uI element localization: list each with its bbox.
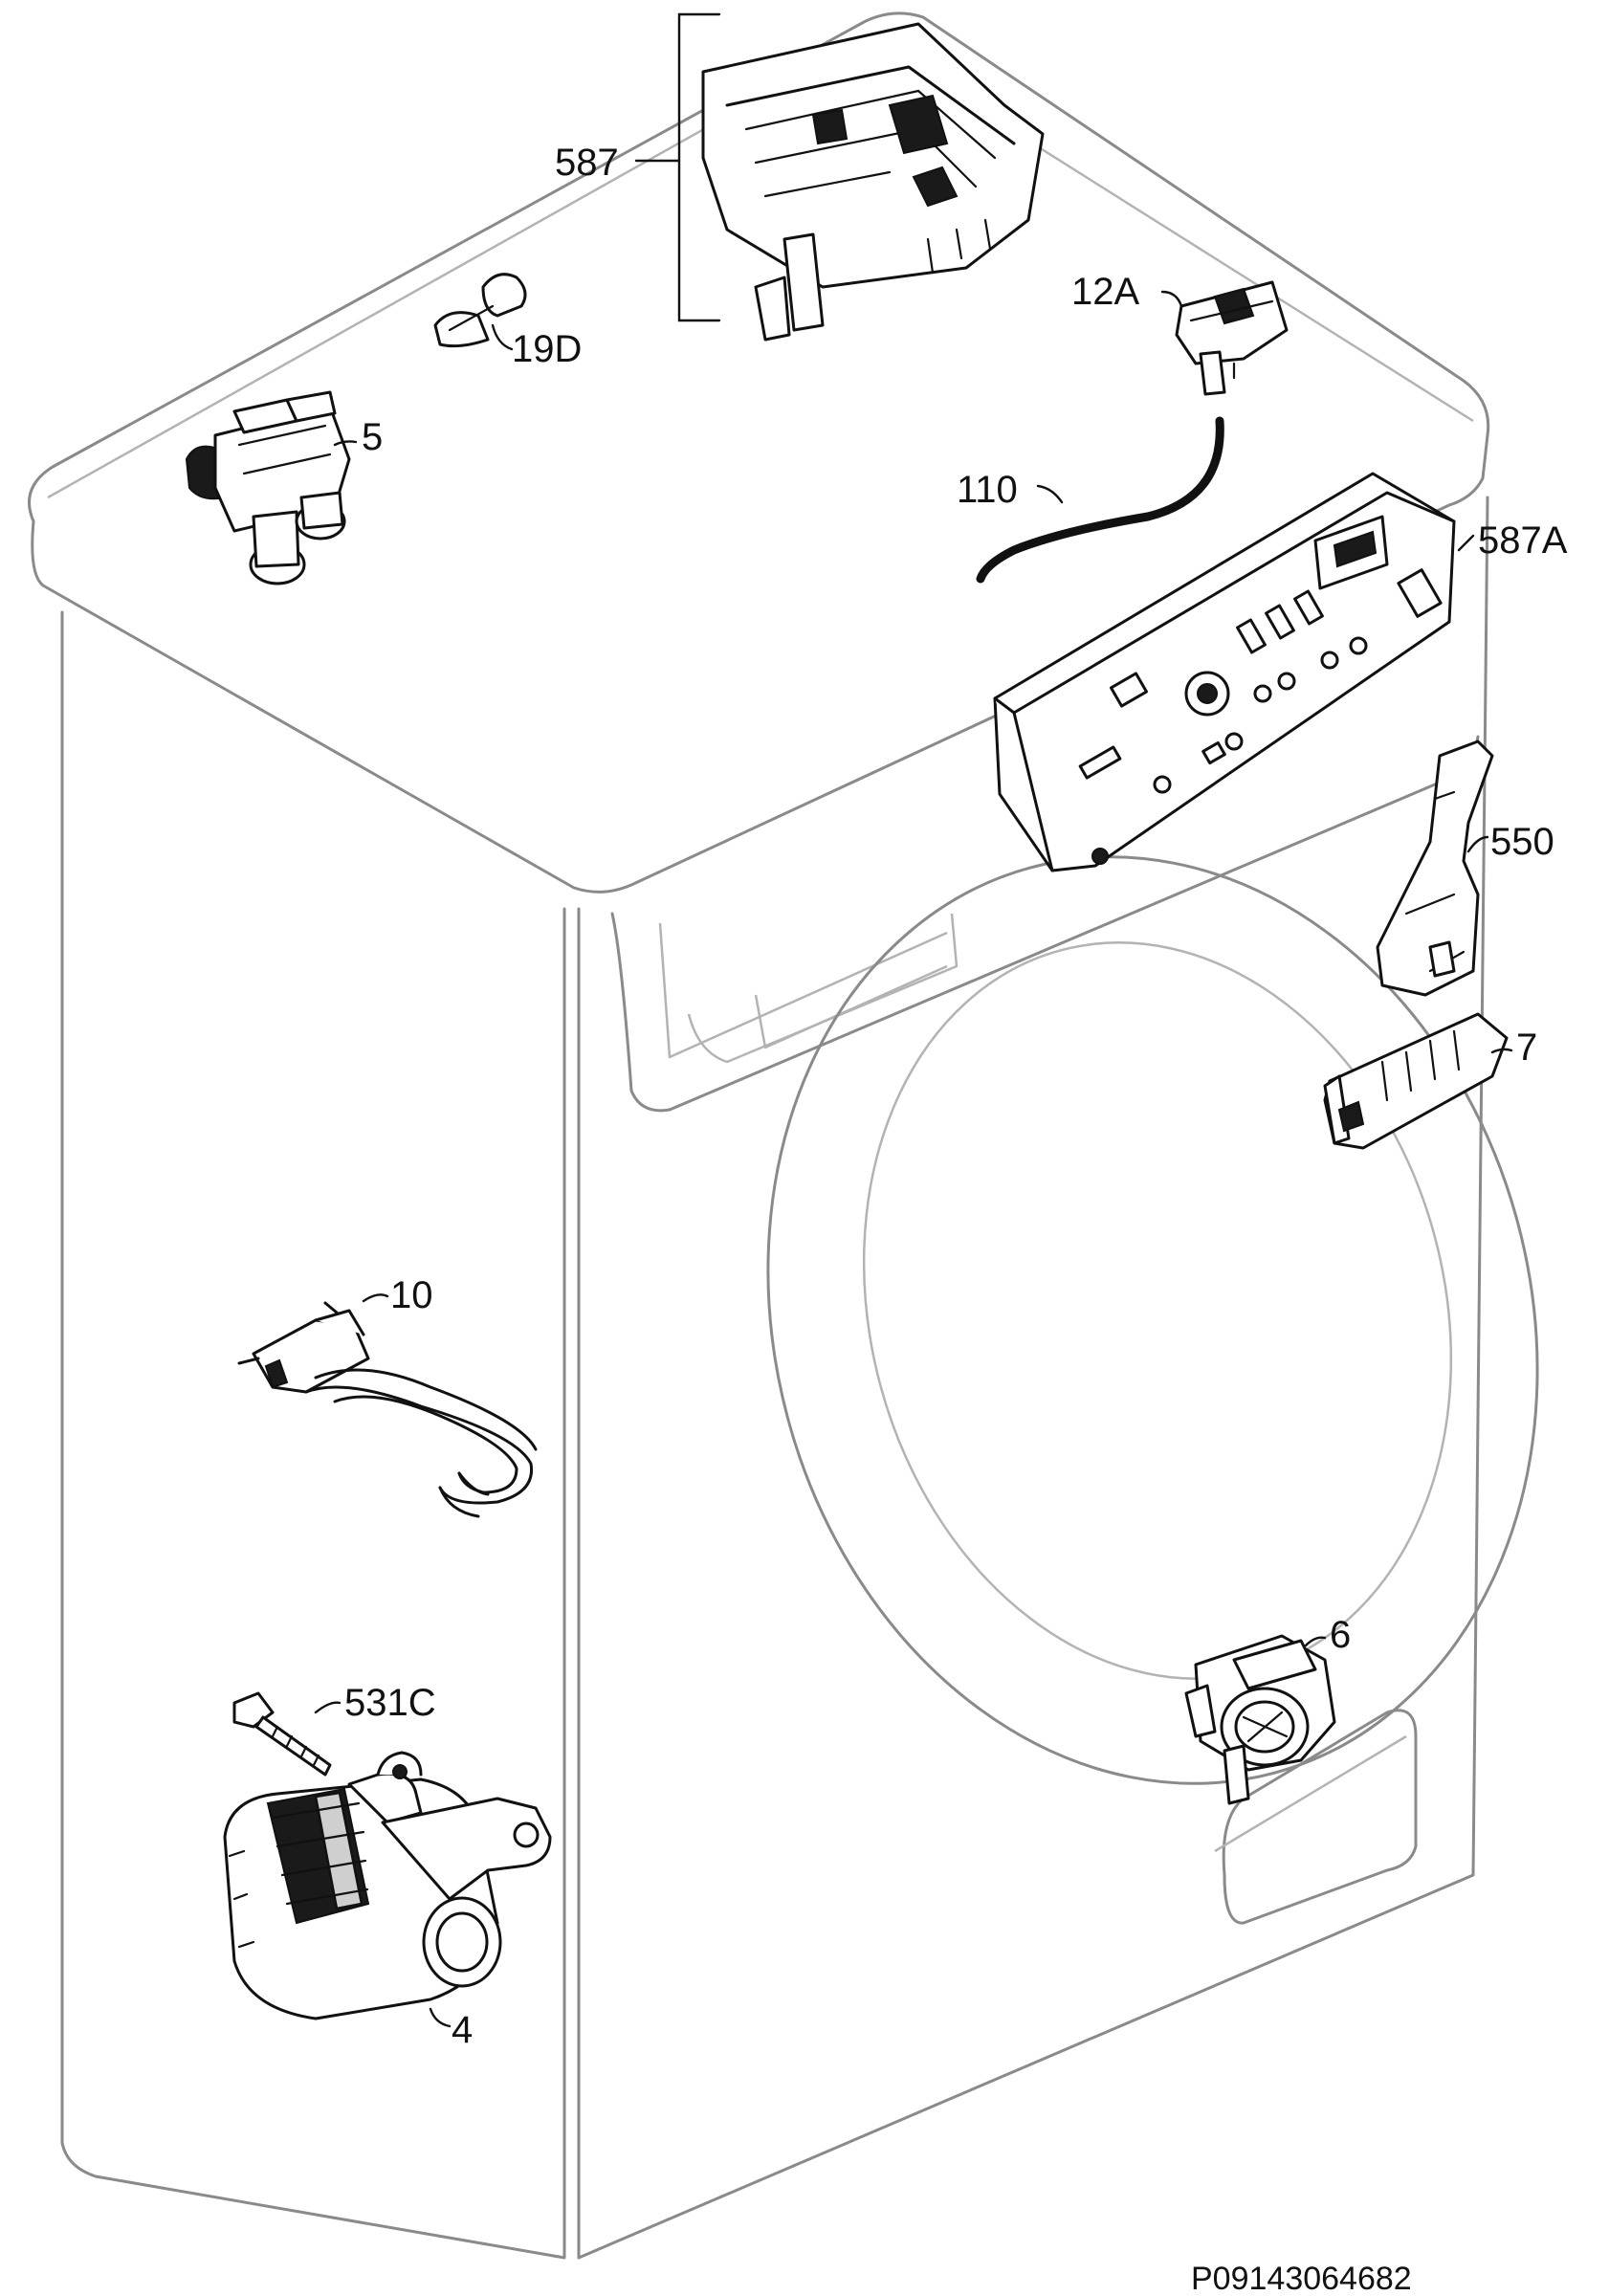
door-interlock-7	[1323, 1012, 1509, 1150]
callout-550: 550	[1490, 821, 1554, 863]
display-board-components	[1078, 568, 1443, 865]
drain-pump-6	[1184, 1634, 1336, 1805]
callout-19d: 19D	[512, 328, 582, 370]
callout-587a: 587A	[1478, 519, 1568, 562]
inlet-valve-5	[185, 390, 351, 585]
hose-110	[976, 416, 1224, 584]
callout-5: 5	[362, 416, 383, 458]
callout-531c: 531C	[344, 1682, 436, 1724]
callout-6: 6	[1330, 1614, 1351, 1656]
callout-12a: 12A	[1071, 271, 1139, 313]
motor-4	[223, 1751, 552, 2020]
heating-element-10	[237, 1301, 538, 1518]
callout-587: 587	[555, 142, 619, 184]
main-control-module-587	[701, 22, 1045, 342]
callout-4: 4	[452, 2009, 473, 2051]
display-board-587a	[993, 472, 1456, 872]
diagram-reference-code: P09143064682	[1191, 2261, 1412, 2296]
door-lever-550	[1376, 740, 1494, 997]
bracket-587	[677, 12, 721, 322]
clip-19d	[433, 273, 527, 348]
callout-10: 10	[390, 1274, 433, 1316]
pressure-switch-12a	[1175, 280, 1289, 396]
screw-531c	[232, 1691, 332, 1777]
callout-7: 7	[1516, 1027, 1537, 1069]
callout-110: 110	[957, 469, 1018, 511]
washing-machine-cabinet	[28, 11, 1539, 2260]
